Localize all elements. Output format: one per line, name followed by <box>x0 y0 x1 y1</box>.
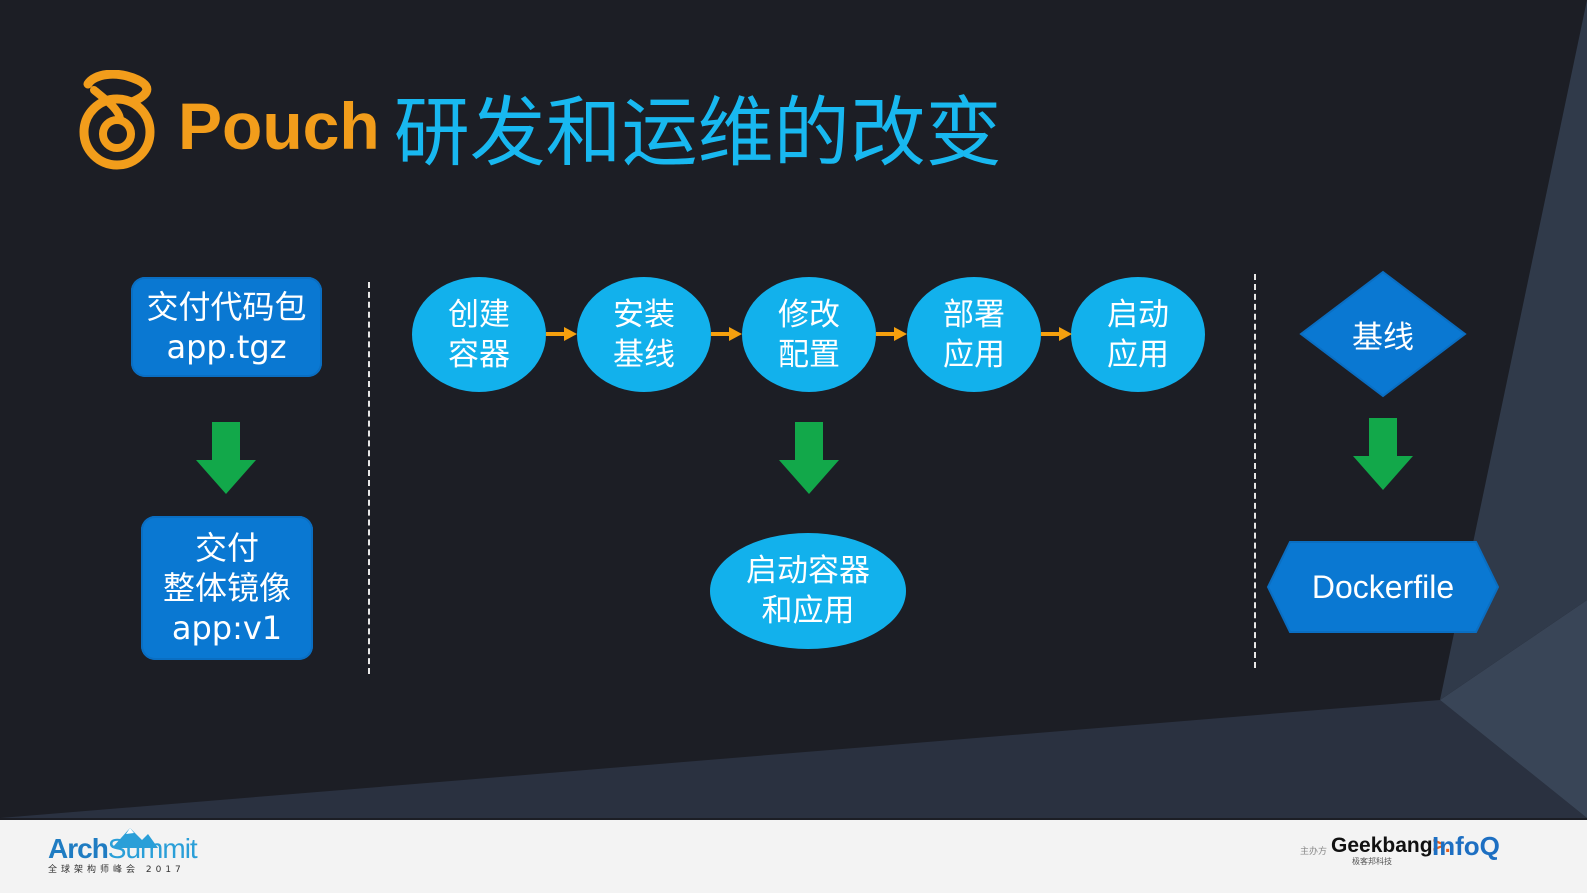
host-label: 主办方 <box>1300 847 1328 857</box>
step-line: 应用 <box>943 336 1005 373</box>
archsummit-subtitle: 全球架构师峰会 2017 <box>48 865 185 875</box>
step-line: 部署 <box>943 296 1005 333</box>
column-divider <box>368 282 370 674</box>
summit-text: Summit <box>107 833 198 864</box>
step-line: 应用 <box>1107 336 1169 373</box>
step-ellipse-install-baseline: 安装 基线 <box>577 277 711 392</box>
start-container-ellipse: 启动容器 和应用 <box>710 533 906 649</box>
step-line: 修改 <box>778 296 840 333</box>
down-arrow-icon <box>779 422 839 494</box>
right-arrow-icon <box>876 327 907 341</box>
right-arrow-icon <box>546 327 577 341</box>
bang-text: bang <box>1382 834 1433 857</box>
step-ellipse-start-app: 启动 应用 <box>1071 277 1205 392</box>
column-divider <box>1254 274 1256 668</box>
baseline-diamond <box>1299 270 1467 398</box>
diamond-label: 基线 <box>1352 319 1414 356</box>
box-line: 整体镜像 <box>162 569 291 607</box>
arch-text: Arch <box>48 833 109 864</box>
step-ellipse-modify-config: 修改 配置 <box>742 277 876 392</box>
title-brand: Pouch <box>178 89 380 163</box>
right-arrow-icon <box>1041 327 1072 341</box>
step-line: 配置 <box>778 336 840 373</box>
geek-text: Geek <box>1331 834 1383 857</box>
result-line: 和应用 <box>761 593 855 629</box>
step-line: 安装 <box>613 296 675 333</box>
right-arrow-icon <box>711 327 742 341</box>
down-arrow-icon <box>196 422 256 494</box>
page-title: Pouch 研发和运维的改变 <box>178 76 1002 177</box>
step-line: 启动 <box>1107 296 1169 333</box>
hexagon-label: Dockerfile <box>1311 568 1455 605</box>
deliver-image-box: 交付 整体镜像 app:v1 <box>141 516 313 660</box>
deliver-code-package-box: 交付代码包 app.tgz <box>131 277 322 377</box>
dockerfile-hexagon <box>1266 541 1500 633</box>
step-line: 创建 <box>448 296 510 333</box>
down-arrow-icon <box>1353 418 1413 490</box>
pouch-logo-icon <box>79 70 155 170</box>
box-line: app:v1 <box>171 609 283 647</box>
box-line: 交付 <box>194 529 259 567</box>
geekbang-subtitle: 极客邦科技 <box>1352 857 1392 866</box>
result-line: 启动容器 <box>746 553 870 589</box>
mountain-icon <box>112 828 158 848</box>
title-text: 研发和运维的改变 <box>393 88 1002 177</box>
footer-bar <box>0 820 1587 893</box>
geekbang-logo: Geekbang>. <box>1331 834 1451 858</box>
geek-accent: >. <box>1432 834 1451 857</box>
infoq-logo: InfoQ <box>1432 831 1500 861</box>
box-line: 交付代码包 <box>146 288 307 326</box>
box-line: app.tgz <box>166 328 287 366</box>
step-line: 容器 <box>448 336 510 373</box>
archsummit-logo: ArchSummit <box>48 833 198 865</box>
step-ellipse-deploy-app: 部署 应用 <box>907 277 1041 392</box>
step-ellipse-create-container: 创建 容器 <box>412 277 546 392</box>
step-line: 基线 <box>613 336 675 373</box>
